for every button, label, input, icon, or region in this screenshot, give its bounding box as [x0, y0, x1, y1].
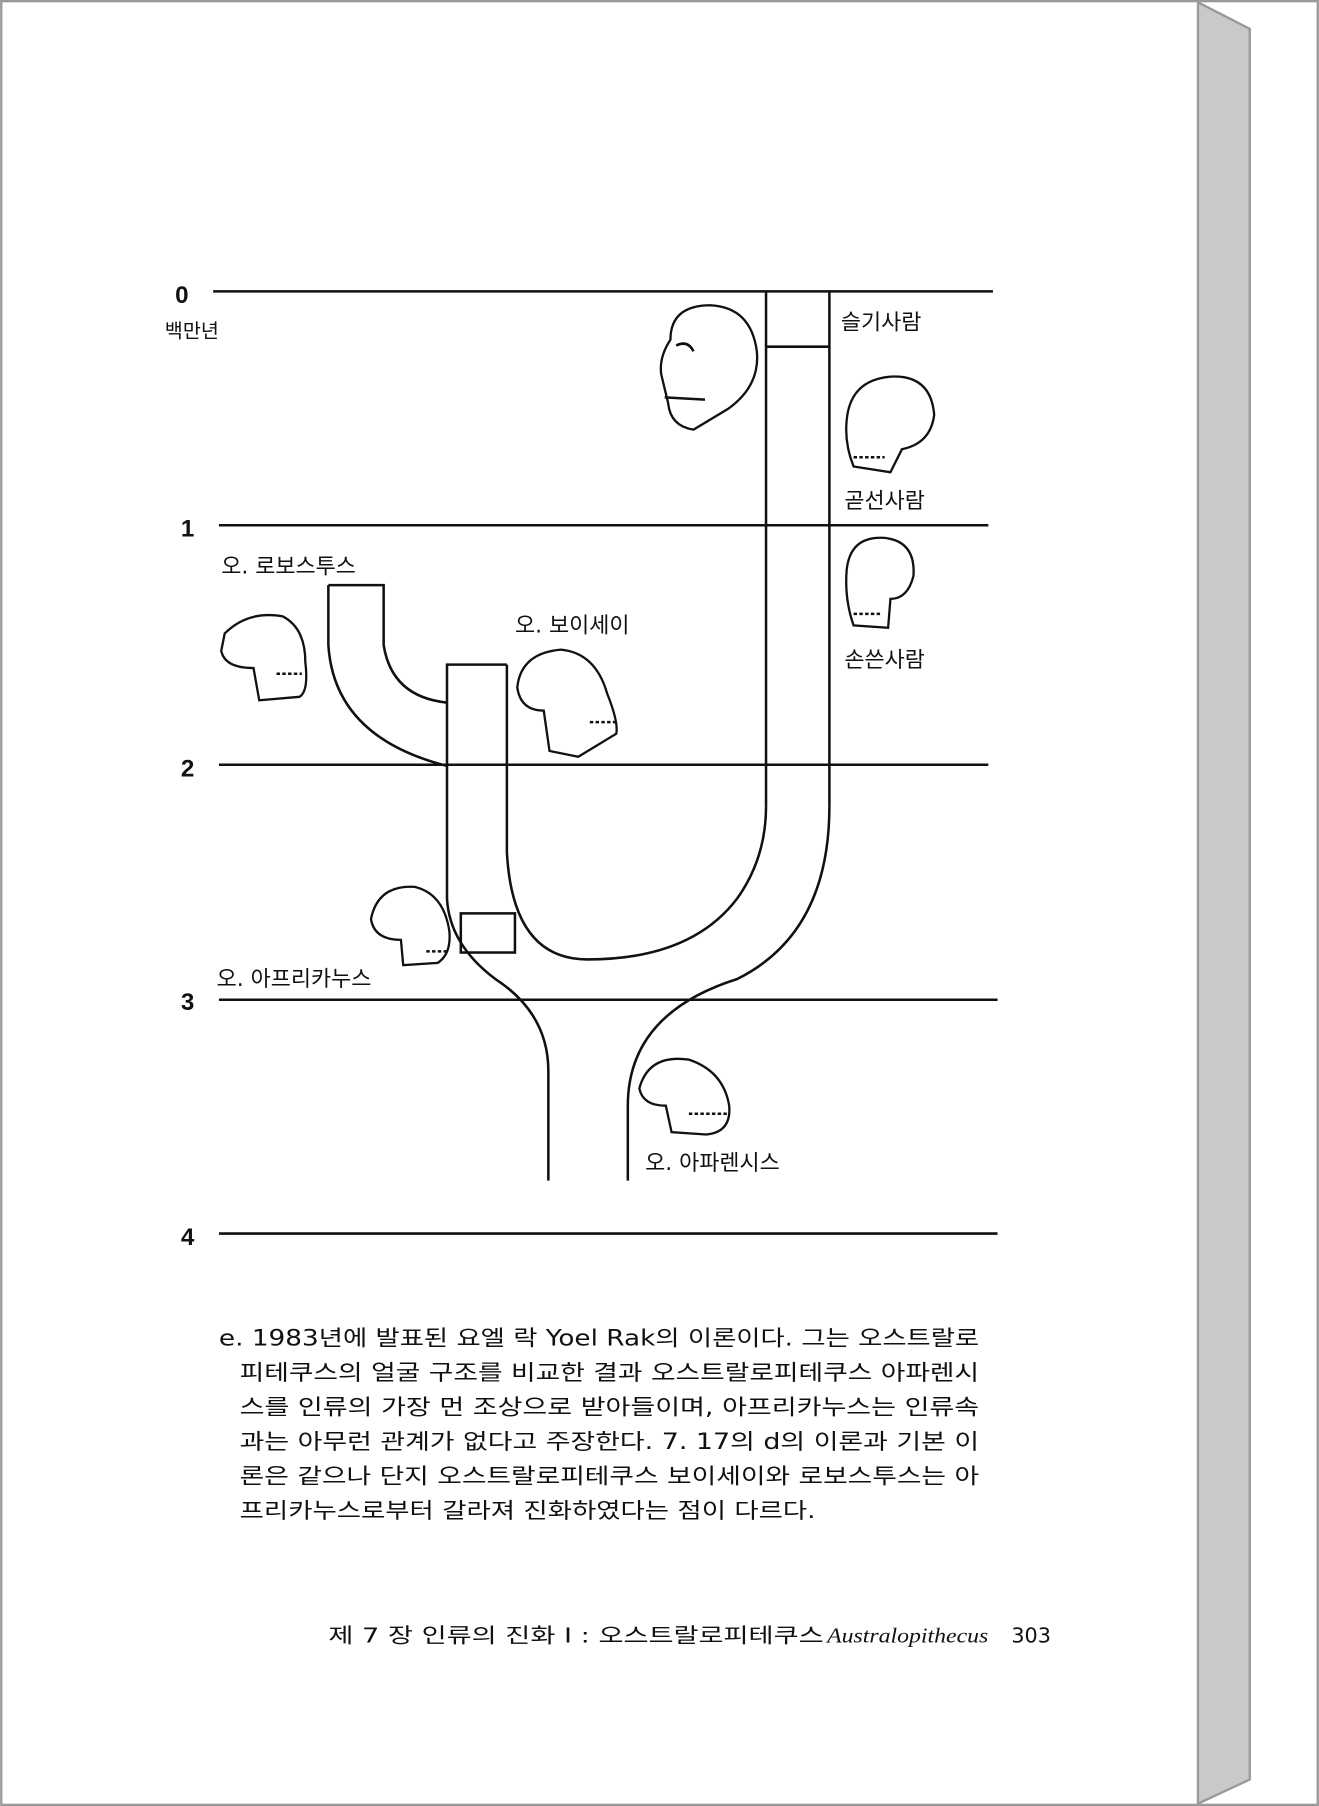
label-erectus: 곧선사람 [844, 489, 925, 514]
skull-boisei-icon [516, 648, 618, 758]
skull-robustus-icon [220, 613, 308, 702]
label-sapiens: 슬기사람 [841, 310, 922, 335]
axis-unit: 백만년 [165, 319, 219, 342]
phylogeny-tree [327, 291, 831, 1181]
page-number: 303 [1011, 1623, 1051, 1647]
caption-line: 스를 인류의 가장 먼 조상으로 받아들이며, 아프리카누스는 인류속 [240, 1395, 979, 1420]
page-edge [1196, 0, 1251, 1806]
tick-4: 4 [181, 1224, 195, 1251]
time-gridlines [213, 290, 998, 1235]
label-boisei: 오. 보이세이 [515, 613, 630, 638]
tick-3: 3 [181, 989, 194, 1016]
footer-latin: Australopithecus [825, 1625, 989, 1647]
tick-0: 0 [175, 282, 188, 309]
skull-sapiens-icon [659, 304, 759, 431]
caption-line: 프리카누스로부터 갈라져 진화하였다는 점이 다르다. [240, 1499, 816, 1524]
caption-line: 피테쿠스의 얼굴 구조를 비교한 결과 오스트랄로피테쿠스 아파렌시 [240, 1361, 979, 1386]
skull-africanus-icon [369, 885, 451, 967]
caption-paragraph: e. 1983년에 발표된 요엘 락 Yoel Rak의 이론이다. 그는 오스… [219, 1326, 979, 1524]
skull-afarensis-icon [638, 1057, 731, 1136]
caption-line: e. 1983년에 발표된 요엘 락 Yoel Rak의 이론이다. 그는 오스… [219, 1326, 979, 1351]
footer-chapter: 제 7 장 인류의 진화 Ⅰ : 오스트랄로피테쿠스 [328, 1623, 823, 1647]
skull-erectus-icon [845, 375, 936, 474]
caption-line: 론은 같으나 단지 오스트랄로피테쿠스 보이세이와 로보스투스는 아 [240, 1465, 979, 1490]
running-footer: 제 7 장 인류의 진화 Ⅰ : 오스트랄로피테쿠스 Australopithe… [328, 1623, 1051, 1647]
skull-habilis-icon [845, 536, 915, 629]
tick-2: 2 [181, 755, 194, 782]
caption-line: 과는 아무런 관계가 없다고 주장한다. 7. 17의 d의 이론과 기본 이 [240, 1430, 979, 1455]
label-robustus: 오. 로보스투스 [221, 555, 356, 580]
label-africanus: 오. 아프리카누스 [217, 967, 372, 992]
tick-1: 1 [181, 516, 194, 543]
label-afarensis: 오. 아파렌시스 [645, 1151, 780, 1176]
label-habilis: 손쓴사람 [844, 648, 925, 673]
